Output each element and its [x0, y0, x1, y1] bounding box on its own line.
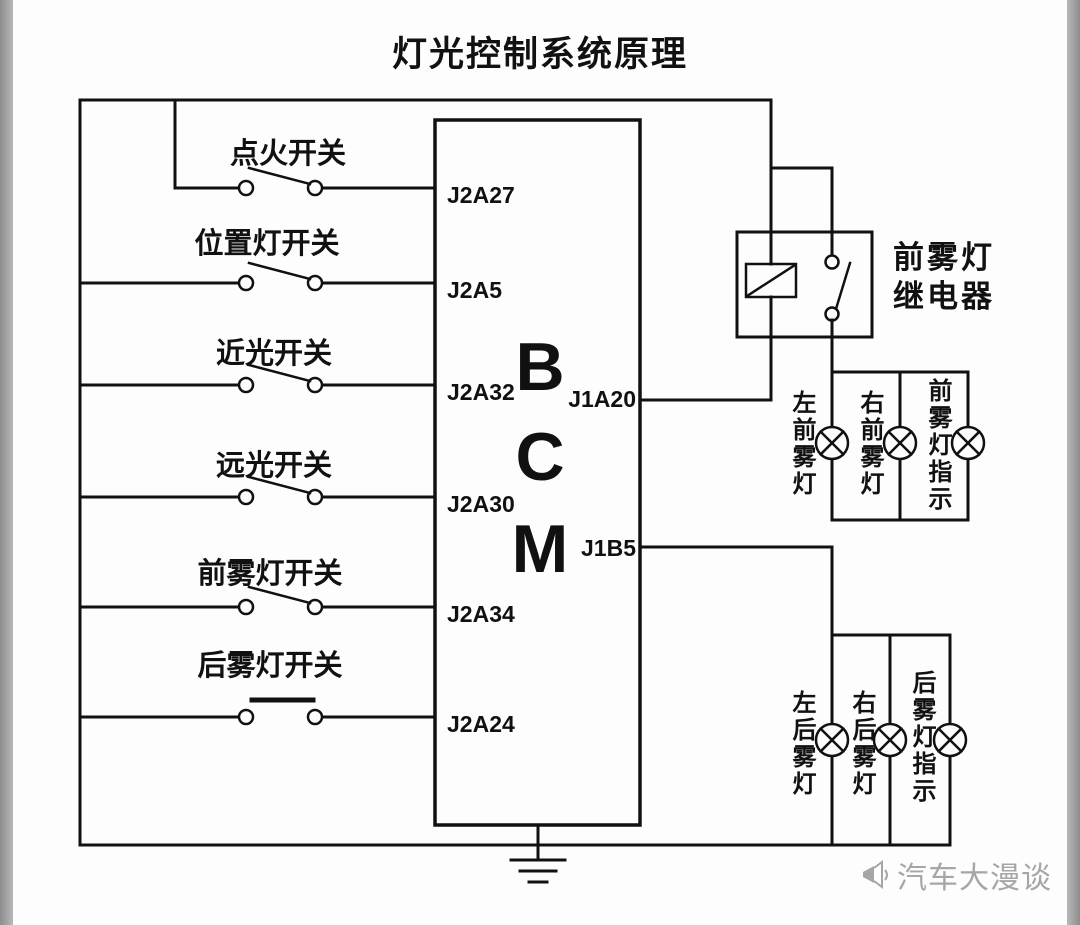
bcm-pin-j1b5: J1B5: [581, 535, 636, 561]
switch-label-rear-fog: 后雾灯开关: [197, 650, 343, 682]
switch-label-low-beam: 近光开关: [215, 338, 332, 370]
relay-box: [735, 230, 874, 339]
switch-icon-front-fog: [237, 585, 324, 616]
bcm-letter-b: B: [515, 329, 565, 405]
right-border-bar: [1067, 0, 1080, 925]
lamp-icon-front-fog-indicator: [950, 425, 986, 461]
switch-icon-ignition: [237, 166, 324, 197]
bcm-pin-j2a27: J2A27: [447, 182, 515, 208]
bcm-pin-j2a5: J2A5: [447, 277, 502, 303]
lamp-label-left-front-fog: 左前雾灯: [788, 390, 815, 498]
switch-label-ignition: 点火开关: [229, 138, 346, 170]
lamp-label-left-rear-fog: 左后雾灯: [788, 690, 815, 798]
lamp-icon-right-rear-fog: [872, 722, 908, 758]
switch-ignition: [173, 98, 437, 197]
lamp-label-rear-fog-indicator: 后雾灯指示: [908, 670, 935, 805]
relay-contact-icon: [824, 254, 852, 322]
switch-label-front-fog: 前雾灯开关: [197, 558, 343, 590]
lamp-icon-right-front-fog: [882, 425, 918, 461]
switch-label-high-beam: 远光开关: [215, 450, 332, 482]
diagram-title: 灯光控制系统原理: [391, 35, 688, 74]
switch-icon-position-light: [237, 261, 324, 292]
fog-relay: [735, 98, 874, 402]
lamp-icon-rear-fog-indicator: [932, 722, 968, 758]
left-border-bar: [0, 0, 13, 925]
bcm-letter-m: M: [511, 511, 569, 587]
switch-icon-rear-fog: [237, 697, 324, 726]
lamp-icon-left-rear-fog: [814, 722, 850, 758]
switch-front-fog: [78, 585, 437, 616]
ground-icon: [509, 823, 567, 884]
lamp-label-right-rear-fog: 右后雾灯: [848, 690, 875, 798]
relay-label: 前雾灯 继电器: [893, 240, 995, 314]
switch-icon-low-beam: [237, 363, 324, 394]
bcm-letter-c: C: [515, 419, 565, 495]
bcm-pin-j2a34: J2A34: [447, 601, 515, 627]
bcm-pin-j2a24: J2A24: [447, 711, 515, 737]
relay-coil-icon: [744, 262, 798, 299]
switch-low-beam: [78, 363, 437, 394]
switch-label-position-light: 位置灯开关: [194, 228, 340, 260]
switch-rear-fog: [78, 697, 437, 726]
watermark-logo-icon: [863, 860, 888, 889]
front-fog-lamp-group: [814, 370, 986, 522]
rear-fog-lamp-group: [814, 633, 968, 847]
bcm-pin-j2a32: J2A32: [447, 379, 515, 405]
wire-j1b5: [638, 545, 834, 637]
lamp-label-right-front-fog: 右前雾灯: [856, 390, 883, 498]
lamp-label-front-fog-indicator: 前雾灯指示: [924, 378, 951, 513]
switch-icon-high-beam: [237, 475, 324, 506]
bcm-pin-j1a20: J1A20: [568, 386, 636, 412]
watermark-text: 汽车大漫谈: [897, 862, 1052, 895]
lamp-icon-left-front-fog: [814, 425, 850, 461]
switch-position-light: [78, 261, 437, 292]
switch-high-beam: [78, 475, 437, 506]
watermark: 汽车大漫谈: [858, 853, 1052, 897]
bcm-pin-j2a30: J2A30: [447, 491, 515, 517]
